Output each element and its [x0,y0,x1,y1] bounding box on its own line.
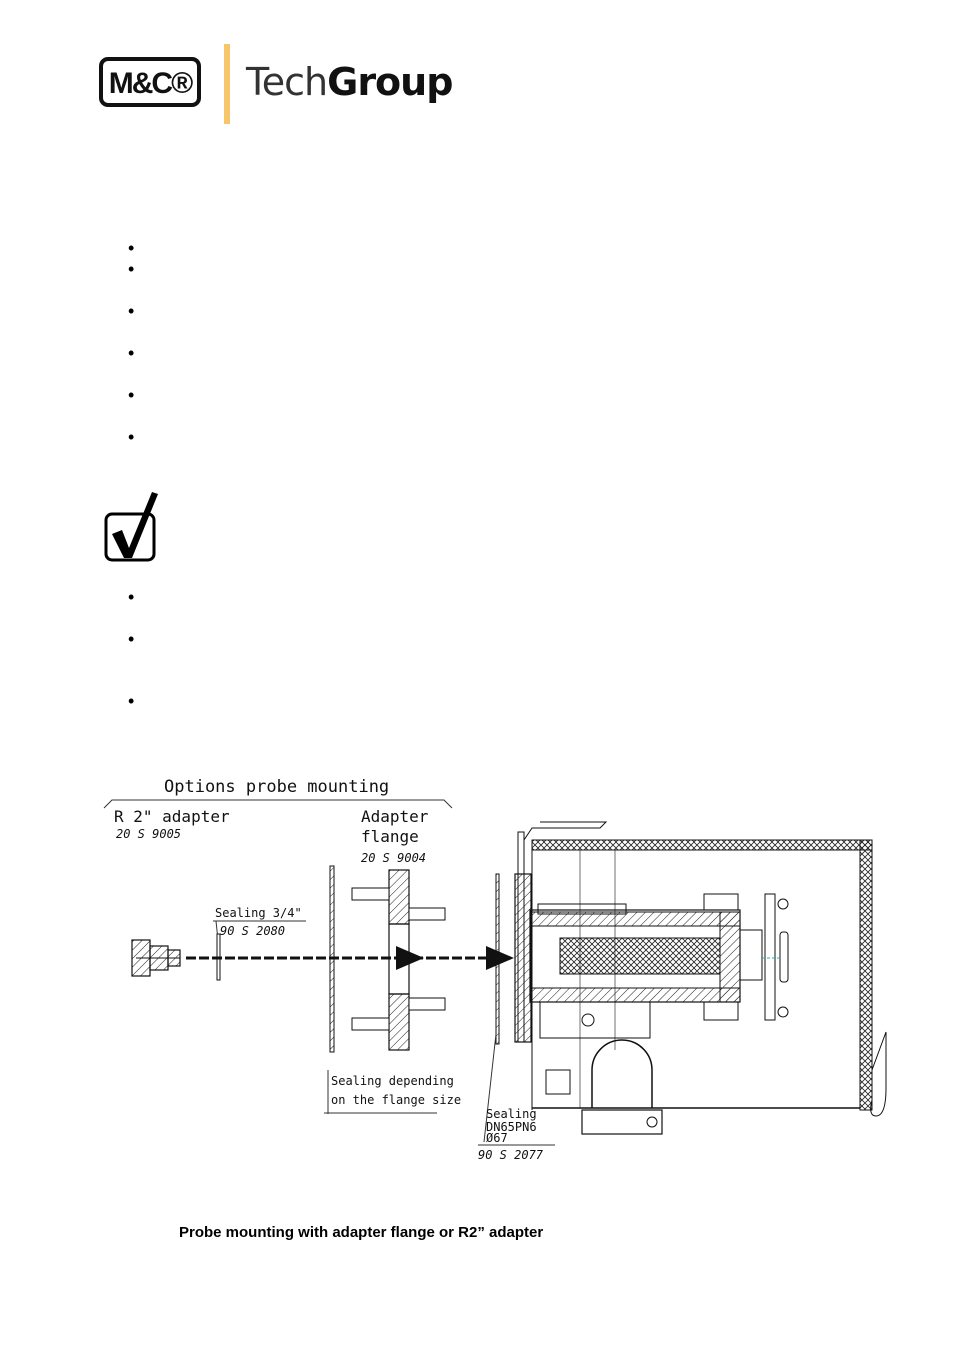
bullet-icon [128,238,136,259]
sealing-dn-label-3: Ø67 [486,1131,508,1145]
sealing-34-part-number: 90 S 2080 [220,924,285,938]
adapter-flange-label-2: flange [361,827,419,846]
probe-mounting-drawing: Options probe mounting R 2" adapter 20 S… [103,777,887,1162]
figure-caption: Probe mounting with adapter flange or R2… [179,1224,544,1241]
adapter-flange-label-1: Adapter [361,807,429,826]
bullet-icon [128,343,136,364]
sealing-depending-label-1: Sealing depending [331,1074,454,1088]
r2-adapter-label: R 2" adapter [114,807,230,826]
checkbox-checked-icon [104,492,158,562]
bullet-icon [128,385,136,406]
brand-name-bold: Group [327,60,453,104]
brand-name-light: Tech [246,60,328,104]
sealing-dn-label-1: Sealing [486,1107,537,1121]
sealing-depending-label-2: on the flange size [331,1093,461,1107]
adapter-flange-part [351,869,446,1051]
company-logo-mark: M&C® [99,57,201,107]
bullet-icon [128,427,136,448]
r2-adapter-part [131,939,181,977]
sealing-dn-label-2: DN65PN6 [486,1120,537,1134]
bullet-icon [128,301,136,322]
r2-adapter-part-number: 20 S 9005 [116,827,181,841]
bullet-icon [128,587,136,608]
logo-mark-text: M&C® [108,67,193,100]
bullet-icon [128,691,136,712]
sealing-34-label: Sealing 3/4" [215,906,302,920]
logo-divider-bar [224,44,230,124]
drawing-title: Options probe mounting [164,777,389,797]
sealing-dn-part-number: 90 S 2077 [478,1148,544,1162]
probe-housing [514,821,887,1135]
bullet-icon [128,629,136,650]
adapter-flange-part-number: 20 S 9004 [361,851,426,865]
brand-name: TechGroup [246,60,453,104]
bullet-icon [128,259,136,280]
